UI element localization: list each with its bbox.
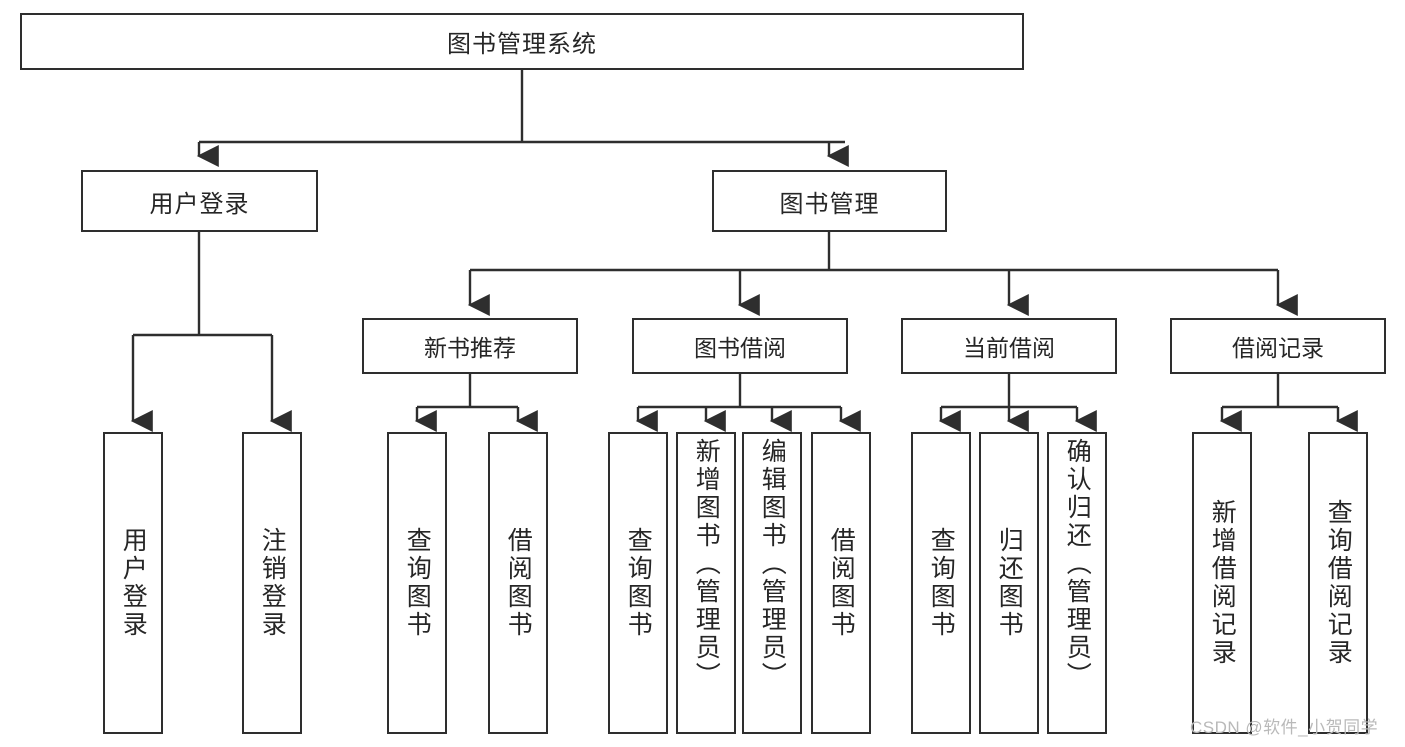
node-book-borrow[interactable]: 图书借阅 (632, 318, 848, 374)
node-leaf-borrow-book-1[interactable]: 借阅图书 (488, 432, 548, 734)
node-root-label: 图书管理系统 (447, 31, 597, 58)
node-leaf-add-borrow-record-label: 新增借阅记录 (1208, 499, 1237, 667)
watermark: CSDN @软件_小贺同学 (1190, 718, 1379, 737)
node-leaf-edit-book-admin[interactable]: 编辑图书（管理员） (742, 432, 802, 734)
node-book-borrow-label: 图书借阅 (694, 335, 786, 361)
node-root[interactable]: 图书管理系统 (20, 13, 1024, 70)
node-current-borrow[interactable]: 当前借阅 (901, 318, 1117, 374)
node-leaf-query-book-1-label: 查询图书 (403, 527, 432, 639)
node-borrow-record-label: 借阅记录 (1232, 335, 1324, 361)
node-user-login-label: 用户登录 (149, 190, 250, 218)
node-leaf-add-book-admin-label: 新增图书（管理员） (692, 438, 721, 690)
node-leaf-query-book-2-label: 查询图书 (624, 527, 653, 639)
node-leaf-query-book-1[interactable]: 查询图书 (387, 432, 447, 734)
node-leaf-add-book-admin[interactable]: 新增图书（管理员） (676, 432, 736, 734)
node-leaf-user-login-label: 用户登录 (119, 527, 148, 639)
node-leaf-edit-book-admin-label: 编辑图书（管理员） (758, 438, 787, 690)
node-leaf-confirm-return-admin-label: 确认归还（管理员） (1063, 438, 1092, 690)
node-current-borrow-label: 当前借阅 (963, 335, 1055, 361)
node-leaf-return-book[interactable]: 归还图书 (979, 432, 1039, 734)
node-leaf-confirm-return-admin[interactable]: 确认归还（管理员） (1047, 432, 1107, 734)
node-leaf-return-book-label: 归还图书 (995, 527, 1024, 639)
node-leaf-query-book-3[interactable]: 查询图书 (911, 432, 971, 734)
node-new-book-recommend-label: 新书推荐 (424, 335, 516, 361)
node-leaf-borrow-book-2-label: 借阅图书 (827, 527, 856, 639)
node-leaf-add-borrow-record[interactable]: 新增借阅记录 (1192, 432, 1252, 734)
node-book-manage-label: 图书管理 (779, 190, 880, 218)
node-user-login[interactable]: 用户登录 (81, 170, 318, 232)
node-new-book-recommend[interactable]: 新书推荐 (362, 318, 578, 374)
node-leaf-borrow-book-1-label: 借阅图书 (504, 527, 533, 639)
node-leaf-logout-login[interactable]: 注销登录 (242, 432, 302, 734)
node-leaf-user-login[interactable]: 用户登录 (103, 432, 163, 734)
node-leaf-borrow-book-2[interactable]: 借阅图书 (811, 432, 871, 734)
node-leaf-query-borrow-record-label: 查询借阅记录 (1324, 499, 1353, 667)
node-leaf-query-book-2[interactable]: 查询图书 (608, 432, 668, 734)
node-leaf-logout-login-label: 注销登录 (258, 527, 287, 639)
node-book-manage[interactable]: 图书管理 (712, 170, 947, 232)
node-borrow-record[interactable]: 借阅记录 (1170, 318, 1386, 374)
node-leaf-query-borrow-record[interactable]: 查询借阅记录 (1308, 432, 1368, 734)
node-leaf-query-book-3-label: 查询图书 (927, 527, 956, 639)
